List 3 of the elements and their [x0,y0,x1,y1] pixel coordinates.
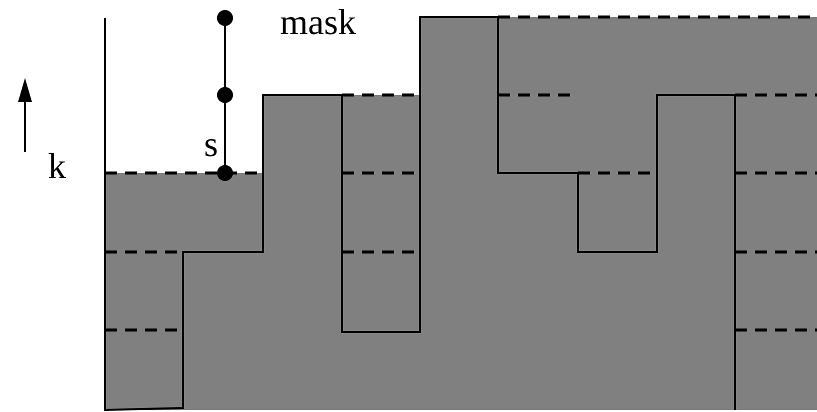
mask-label: mask [280,4,356,40]
step-label: s [204,126,218,162]
axis-label: k [48,148,66,184]
